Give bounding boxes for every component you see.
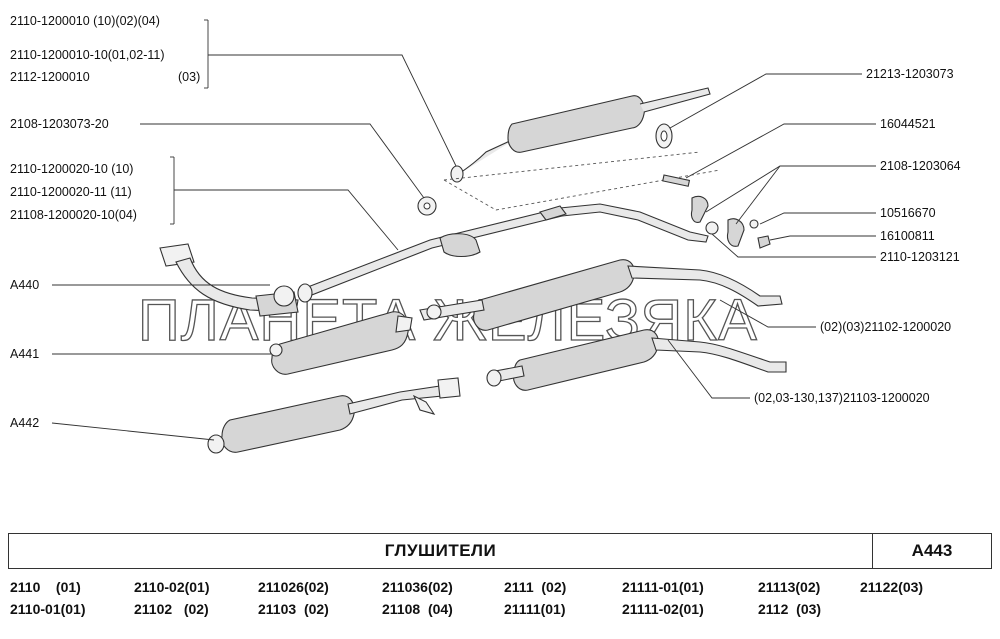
- model-entry: 21111(01): [504, 601, 566, 617]
- label-spring: 2110-1203121: [880, 250, 960, 264]
- label-bolt: 16044521: [880, 117, 936, 131]
- label-resonator-1: 2110-1200020-10 (10): [10, 162, 133, 176]
- model-entry: 21108 (04): [382, 601, 453, 617]
- resonator-long: [297, 203, 709, 303]
- label-resonator-3: 21108-1200020-10(04): [10, 208, 137, 222]
- muffler-a442: [207, 377, 461, 454]
- label-a440: A440: [10, 278, 39, 292]
- resonator-alt-21102: [419, 259, 783, 331]
- model-entry: 21103 (02): [258, 601, 329, 617]
- model-list: 2110 (01) 2110-02(01) 211026(02) 211036(…: [8, 579, 992, 623]
- model-entry: 211036(02): [382, 579, 453, 595]
- label-resonator-2: 2110-1200020-11 (11): [10, 185, 132, 199]
- model-entry: 21122(03): [860, 579, 924, 595]
- label-muffler-main-2: 2110-1200010-10(01,02-11): [10, 48, 165, 62]
- label-resonator-alt-2: (02,03-130,137)21103-1200020: [754, 391, 930, 405]
- model-entry: 21113(02): [758, 579, 821, 595]
- model-entry: 2110-01(01): [10, 601, 86, 617]
- diagram-code: A443: [872, 533, 992, 569]
- fasteners: [662, 174, 771, 249]
- label-muffler-main-3-suffix: (03): [178, 70, 200, 84]
- label-gasket-ring: 2108-1203073-20: [10, 117, 109, 131]
- label-hanger-pad: 21213-1203073: [866, 67, 954, 81]
- model-entry: 21111-01(01): [622, 579, 704, 595]
- model-entry: 2110-02(01): [134, 579, 210, 595]
- footer: ГЛУШИТЕЛИ A443 2110 (01) 2110-02(01) 211…: [8, 533, 992, 639]
- page-title: ГЛУШИТЕЛИ: [8, 533, 872, 569]
- label-muffler-main-3: 2112-1200010: [10, 70, 90, 84]
- converter-a441: [269, 311, 413, 375]
- model-entry: 2112 (03): [758, 601, 822, 617]
- model-entry: 211026(02): [258, 579, 329, 595]
- hanger-pad-part: [655, 123, 673, 149]
- leader-lines: [51, 19, 876, 441]
- model-entry: 2110 (01): [10, 579, 81, 595]
- label-muffler-main-1: 2110-1200010 (10)(02)(04): [10, 14, 160, 28]
- label-a442: A442: [10, 416, 39, 430]
- part-labels: 2110-1200010 (10)(02)(04) 2110-1200010-1…: [10, 14, 961, 430]
- label-a441: A441: [10, 347, 39, 361]
- label-nut: 16100811: [880, 229, 935, 243]
- resonator-alt-21103: [486, 329, 787, 391]
- label-resonator-alt-1: (02)(03)21102-1200020: [820, 320, 951, 334]
- gasket-ring-part: [417, 196, 437, 216]
- model-entry: 2111 (02): [504, 579, 567, 595]
- label-washer: 10516670: [880, 206, 936, 220]
- model-entry: 21102 (02): [134, 601, 209, 617]
- label-clamp: 2108-1203064: [880, 159, 961, 173]
- main-muffler: [443, 87, 721, 211]
- model-entry: 21111-02(01): [622, 601, 704, 617]
- model-row: 2110 (01) 2110-02(01) 211026(02) 211036(…: [8, 579, 992, 601]
- model-row: 2110-01(01) 21102 (02) 21103 (02) 21108 …: [8, 601, 992, 623]
